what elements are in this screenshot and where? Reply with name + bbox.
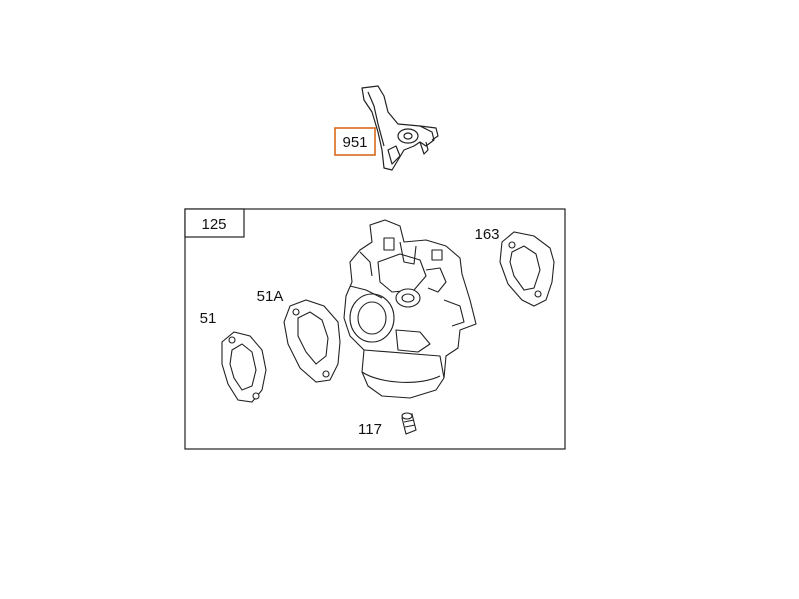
- part-951-callout-box[interactable]: [334, 127, 376, 156]
- part-117-label: 117: [358, 421, 382, 438]
- part-51a-label: 51A: [257, 288, 284, 305]
- part-51-label: 51: [200, 310, 217, 327]
- gasket-51a-icon[interactable]: [283, 299, 341, 383]
- throttle-lever-icon[interactable]: [361, 85, 439, 171]
- part-163-label: 163: [474, 226, 499, 243]
- part-951-label: 951: [342, 134, 367, 151]
- assembly-125-label-box[interactable]: [184, 208, 245, 238]
- gasket-163-icon[interactable]: [499, 231, 555, 307]
- nozzle-117-icon[interactable]: [401, 412, 417, 435]
- assembly-125-frame: [184, 208, 566, 450]
- carburetor-icon[interactable]: [343, 219, 477, 399]
- gasket-51-icon[interactable]: [221, 331, 267, 403]
- assembly-125-label: 125: [201, 216, 226, 233]
